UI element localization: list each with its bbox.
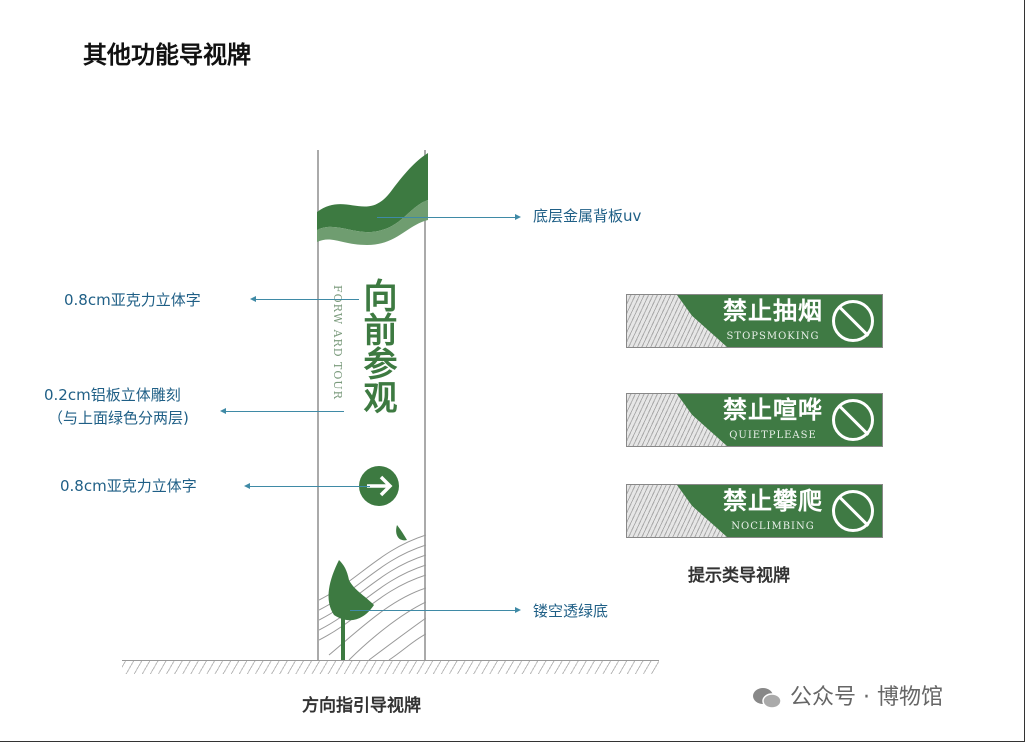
crane-wave-graphic [319,525,426,662]
watermark: 公众号 · 博物馆 [752,684,943,712]
no-smoking-icon [832,300,874,342]
leader-line [254,299,359,300]
ground-hatch [122,660,659,674]
annotation-metal-back: 底层金属背板uv [533,207,642,225]
leader-line [377,214,521,220]
annotation-aluminum-1: 0.2cm铝板立体雕刻 [44,386,181,404]
wave-pattern [627,295,727,347]
direction-pillar: FORW ARD TOUR 向前参观 [317,150,428,662]
sign-en: QUIETPLEASE [729,430,817,441]
annotation-aluminum-2: （与上面绿色分两层) [48,409,189,427]
arrow-right-icon [359,466,399,506]
leader-line [248,486,370,487]
no-climbing-icon [832,490,874,532]
pillar-text: 向前参观 [357,278,397,414]
sign-quiet-please: 禁止喧哗 QUIETPLEASE [626,393,883,447]
pillar-caption: 方向指引导视牌 [302,696,421,716]
sign-en: NOCLIMBING [731,521,815,532]
sign-cn: 禁止喧哗 [723,395,823,424]
sign-cn: 禁止抽烟 [723,296,823,325]
wechat-icon [753,688,782,709]
signs-caption: 提示类导视牌 [688,566,790,586]
sign-cn: 禁止攀爬 [723,486,823,515]
annotation-hollow: 镂空透绿底 [533,602,609,620]
annotation-acrylic-1: 0.8cm亚克力立体字 [64,291,201,309]
wave-top-graphic [317,153,428,245]
watermark-text: 公众号 · 博物馆 [790,685,943,710]
page-title: 其他功能导视牌 [83,40,251,69]
annotation-acrylic-2: 0.8cm亚克力立体字 [60,477,197,495]
pillar-english: FORW ARD TOUR [331,285,344,400]
wave-pattern [627,394,727,446]
quiet-please-icon [832,399,874,441]
leader-line [224,411,344,412]
leader-line [350,607,521,613]
sign-no-climbing: 禁止攀爬 NOCLIMBING [626,484,883,538]
wave-pattern [627,485,727,537]
sign-en: STOPSMOKING [726,331,820,342]
sign-no-smoking: 禁止抽烟 STOPSMOKING [626,294,883,348]
